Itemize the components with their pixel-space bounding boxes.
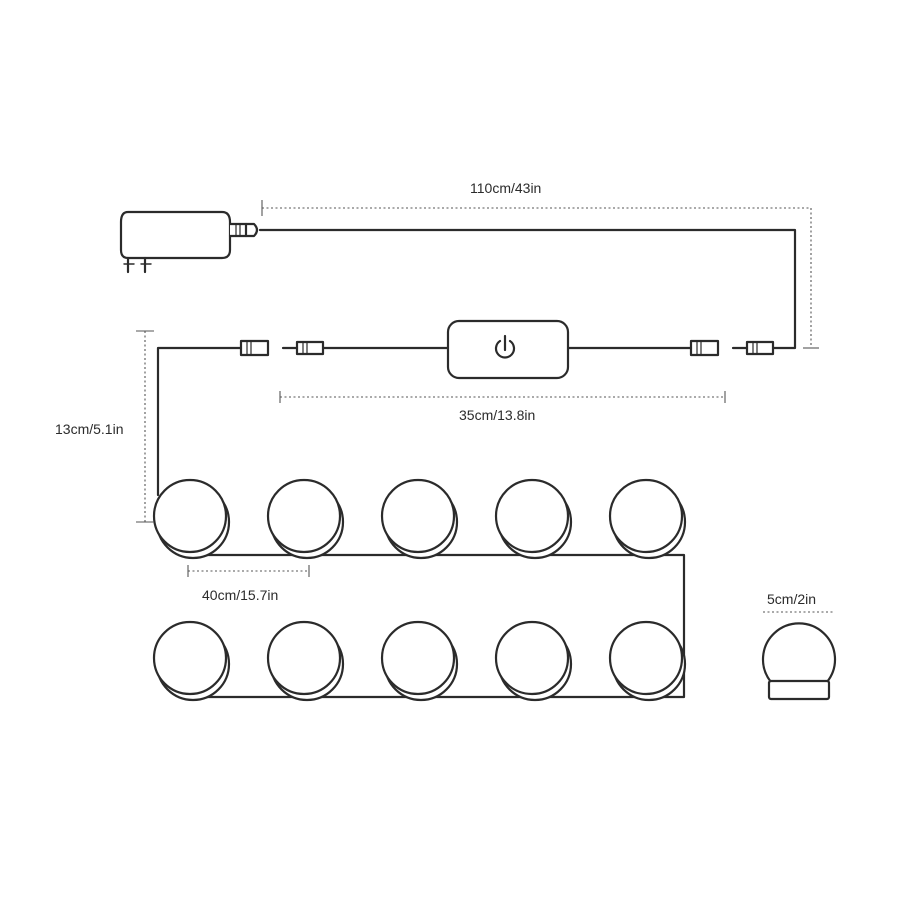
bulb-icon xyxy=(380,478,459,560)
power-adapter-icon xyxy=(119,210,259,274)
dc-connector-icon xyxy=(281,340,325,356)
label-bulb-diameter: 5cm/2in xyxy=(767,591,817,607)
label-lead-cable: 13cm/5.1in xyxy=(55,421,124,437)
bulb-icon xyxy=(266,478,345,560)
bulb-globe xyxy=(494,478,570,554)
bulb-icon xyxy=(608,620,687,702)
dimension-line-power xyxy=(261,200,819,349)
bulb-icon xyxy=(494,620,573,702)
bulb-globe xyxy=(266,620,342,696)
bulb-icon xyxy=(380,620,459,702)
dc-connector-icon xyxy=(731,340,775,356)
bulb-globe xyxy=(380,478,456,554)
bulb-icon xyxy=(608,478,687,560)
dimension-line-spacing xyxy=(187,565,310,577)
bulb-globe xyxy=(380,620,456,696)
bulb-globe xyxy=(608,620,684,696)
bulb-icon xyxy=(152,478,231,560)
bulb-globe xyxy=(152,478,228,554)
lead-cable xyxy=(156,346,243,497)
dc-connector-icon xyxy=(239,339,270,357)
label-bulb-spacing: 40cm/15.7in xyxy=(202,587,279,603)
bulb-icon xyxy=(494,478,573,560)
label-power-cable: 110cm/43in xyxy=(470,180,542,196)
label-switch-cable: 35cm/13.8in xyxy=(459,407,536,423)
bulb-icon xyxy=(266,620,345,702)
bulb-globe xyxy=(494,620,570,696)
power-cable xyxy=(258,228,797,350)
bulb-icon xyxy=(761,622,837,701)
dimension-line-lead xyxy=(136,330,154,523)
bulb-globe xyxy=(152,620,228,696)
power-switch-icon xyxy=(446,319,570,380)
dimension-line-switch xyxy=(279,391,726,403)
bulb-globe xyxy=(266,478,342,554)
dc-connector-icon xyxy=(689,339,720,357)
bulb-globe xyxy=(608,478,684,554)
bulb-icon xyxy=(152,620,231,702)
